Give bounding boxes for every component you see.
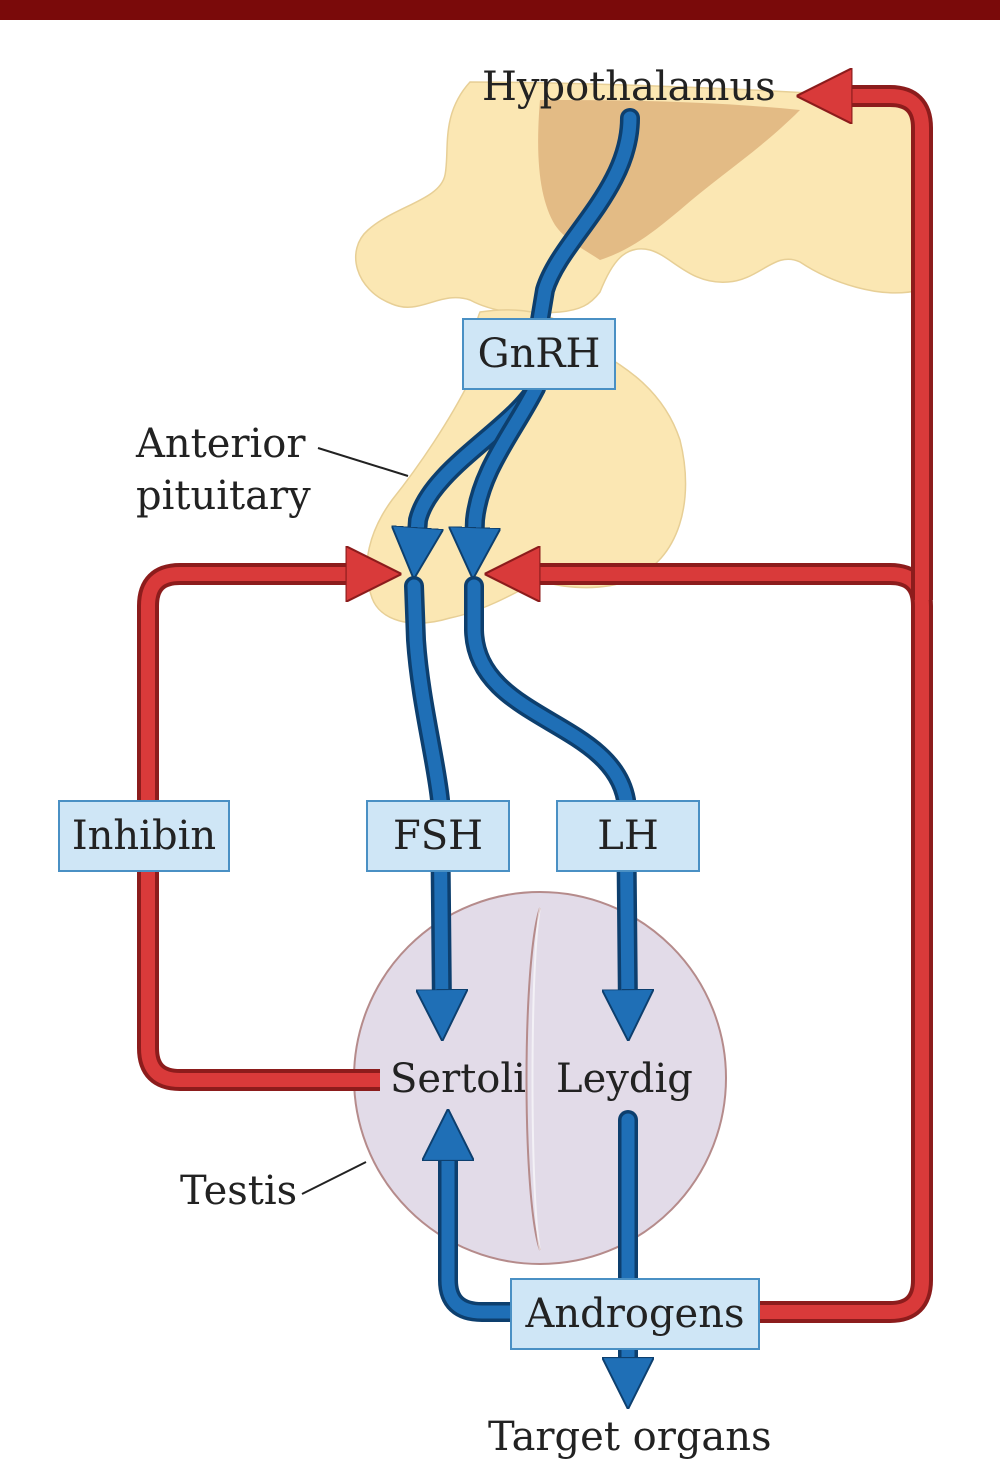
gnrh-release-path (533, 111, 637, 327)
leydig-label: Leydig (556, 1056, 693, 1102)
fsh-arrow (407, 579, 442, 1010)
stimulatory-pathways (407, 108, 637, 1378)
androgen-hypothalamus-feedback-arrow (830, 96, 929, 600)
testis-divider-shadow (531, 907, 541, 1251)
hypothalamus-shading (538, 100, 800, 260)
testis-label: Testis (180, 1168, 298, 1214)
sertoli-label: Sertoli (390, 1056, 526, 1102)
androgen-pituitary-feedback-arrow (518, 574, 929, 1319)
lh-box: LH (556, 800, 700, 872)
inhibin-box: Inhibin (58, 800, 230, 872)
gnrh-box: GnRH (462, 318, 616, 390)
fsh-box: FSH (366, 800, 510, 872)
lh-arrow (467, 579, 628, 1010)
testis-leader-line (301, 1161, 367, 1195)
testis-divider (525, 907, 541, 1251)
anterior-pituitary-label: Anterior pituitary (136, 421, 311, 519)
hypothalamus-label: Hypothalamus (482, 64, 776, 110)
header-bar (0, 0, 1000, 20)
androgen-to-sertoli-arrow (448, 1140, 519, 1319)
pituitary-leader-line (317, 447, 409, 477)
androgens-box: Androgens (510, 1278, 760, 1350)
target-organs-label: Target organs (488, 1414, 772, 1460)
gnrh-to-lh-cell-arrow (474, 381, 543, 548)
